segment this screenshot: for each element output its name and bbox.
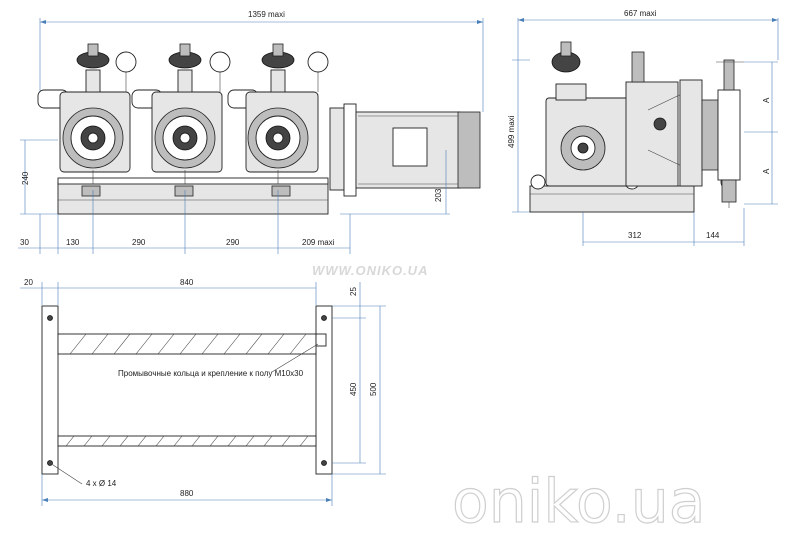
note-holes: 4 x Ø 14	[86, 479, 117, 488]
dim-bottom-1: 130	[66, 238, 80, 247]
side-view: 667 maxi 499 maxi	[507, 9, 779, 246]
dim-side-bottom-0: 312	[628, 231, 642, 240]
dim-bottom-4: 209 maxi	[302, 238, 335, 247]
pump-head-3	[227, 43, 329, 184]
pump-head-1	[37, 43, 137, 184]
label-a-bottom: A	[762, 168, 771, 174]
dim-base-left: 20	[24, 278, 33, 287]
watermark-small: WWW.ONIKO.UA	[312, 263, 428, 278]
left-rail	[41, 305, 59, 475]
front-view: 1359 maxi	[18, 10, 484, 254]
bottom-crossbar	[57, 435, 317, 447]
dim-height-right: 203	[434, 188, 443, 202]
base-foot	[271, 185, 291, 197]
dim-bottom-3: 290	[226, 238, 240, 247]
dim-height-left: 240	[21, 171, 30, 185]
top-crossbar	[57, 333, 327, 355]
electric-motor	[329, 103, 481, 197]
dim-side-height: 499 maxi	[507, 115, 516, 148]
dim-side-total: 667 maxi	[624, 9, 657, 18]
dim-base-outer: 500	[369, 382, 378, 396]
dim-base-right-top: 25	[349, 287, 358, 296]
pump-head-2	[131, 43, 231, 184]
right-rail	[315, 305, 333, 475]
dim-total-width: 1359 maxi	[248, 10, 285, 19]
dim-bottom-2: 290	[132, 238, 146, 247]
side-pump-head	[679, 79, 703, 187]
side-base	[529, 185, 695, 213]
dim-bottom-0: 30	[20, 238, 29, 247]
label-a-top: A	[762, 97, 771, 103]
base-plan-view: 840 20 Промывочные кольца и крепление к …	[20, 278, 386, 506]
watermark-big: oniko.ua	[452, 467, 706, 537]
base-foot	[174, 185, 194, 197]
dim-base-inner: 450	[349, 382, 358, 396]
dim-base-bottom: 880	[180, 489, 194, 498]
dim-side-bottom-1: 144	[706, 231, 720, 240]
note-flush-rings: Промывочные кольца и крепление к полу M1…	[118, 369, 304, 378]
base-foot	[81, 185, 101, 197]
drive-mechanism	[625, 81, 679, 187]
dim-base-top: 840	[180, 278, 194, 287]
